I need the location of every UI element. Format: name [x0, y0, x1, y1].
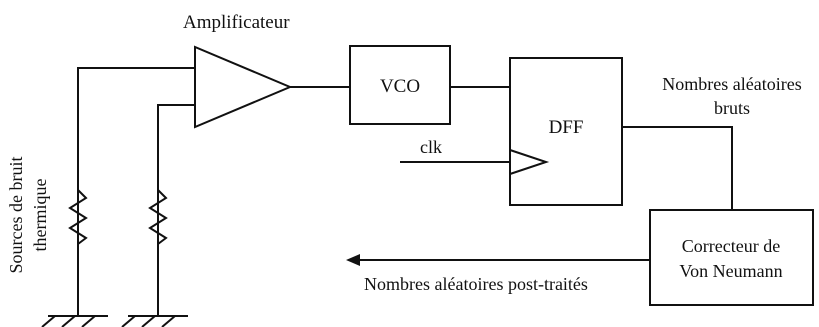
clk-label: clk — [420, 137, 442, 157]
corrector-box — [649, 209, 814, 306]
ground-symbol-1 — [41, 315, 108, 327]
amplifier-triangle — [194, 45, 293, 129]
output-arrowhead — [346, 254, 360, 266]
noise-sources-label-line2: thermique — [30, 179, 50, 252]
clk-triangle — [509, 149, 550, 175]
vco-box — [349, 45, 451, 125]
input-wire-bottom — [157, 104, 195, 316]
corrector-label-line1: Correcteur de — [682, 236, 780, 256]
dff-box — [509, 57, 623, 206]
post-processed-label: Nombres aléatoires post-traités — [364, 274, 588, 294]
amplifier-label: Amplificateur — [183, 12, 290, 33]
raw-numbers-label-line2: bruts — [714, 98, 750, 118]
ground-symbol-2 — [121, 315, 188, 327]
resistor-1 — [68, 189, 88, 245]
raw-numbers-label-line1: Nombres aléatoires — [662, 74, 801, 94]
dff-output-wire — [622, 126, 733, 210]
dff-label: DFF — [549, 117, 584, 138]
resistor-2 — [148, 189, 168, 245]
corrector-label-line2: Von Neumann — [679, 261, 782, 281]
noise-sources-label-line1: Sources de bruit — [6, 157, 26, 274]
vco-label: VCO — [380, 76, 420, 97]
